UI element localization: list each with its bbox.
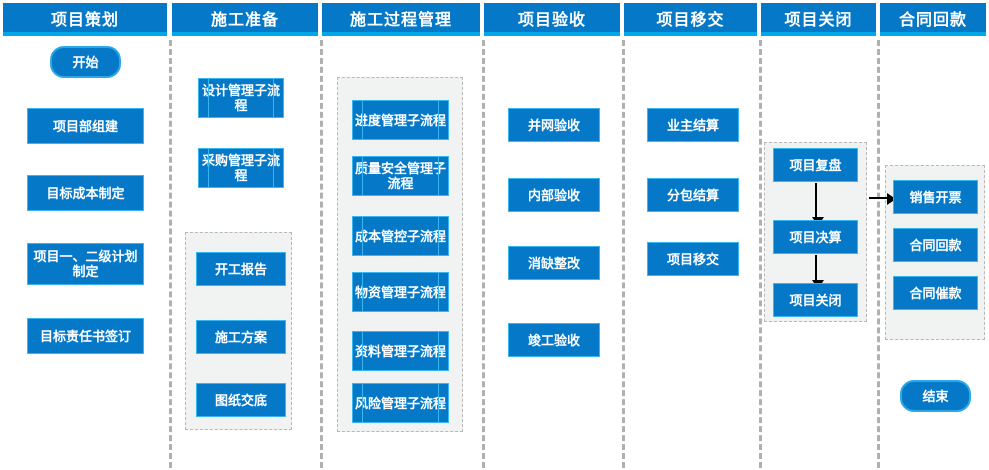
node-drawing-disclosure[interactable]: 图纸交底: [196, 383, 286, 417]
lane-header-project-acceptance: 项目验收: [484, 3, 620, 36]
node-project-handover[interactable]: 项目移交: [647, 242, 739, 276]
node-document-subprocess[interactable]: 资料管理子流程: [352, 331, 449, 371]
lane-divider-2: [320, 40, 323, 468]
lane-divider-1: [169, 40, 172, 468]
arrow-review-to-final-account: [812, 183, 824, 226]
node-cost-control-subprocess[interactable]: 成本管控子流程: [352, 216, 449, 256]
lane-header-project-closure: 项目关闭: [761, 3, 876, 36]
node-project-team-setup[interactable]: 项目部组建: [27, 108, 144, 144]
node-design-subprocess[interactable]: 设计管理子流程: [198, 78, 284, 118]
node-material-subprocess[interactable]: 物资管理子流程: [352, 272, 449, 312]
node-subcontract-settlement[interactable]: 分包结算: [647, 178, 739, 212]
lane-header-construction-process: 施工过程管理: [322, 3, 480, 36]
node-end[interactable]: 结束: [900, 380, 971, 412]
node-grid-acceptance[interactable]: 并网验收: [508, 108, 600, 142]
node-project-review[interactable]: 项目复盘: [773, 148, 858, 182]
node-start[interactable]: 开始: [50, 46, 121, 78]
node-quality-safety-subprocess[interactable]: 质量安全管理子流程: [352, 156, 449, 196]
node-sales-invoice[interactable]: 销售开票: [893, 180, 978, 214]
lane-header-project-handover: 项目移交: [624, 3, 757, 36]
node-progress-subprocess[interactable]: 进度管理子流程: [352, 100, 449, 140]
node-defect-rectification[interactable]: 消缺整改: [508, 246, 600, 280]
node-purchase-subprocess[interactable]: 采购管理子流程: [198, 148, 284, 188]
node-risk-subprocess[interactable]: 风险管理子流程: [352, 383, 449, 423]
node-owner-settlement[interactable]: 业主结算: [647, 108, 739, 142]
lane-header-project-planning: 项目策划: [3, 3, 167, 36]
lane-header-construction-preparation: 施工准备: [172, 3, 318, 36]
lane-divider-5: [759, 40, 762, 468]
node-internal-acceptance[interactable]: 内部验收: [508, 178, 600, 212]
lane-divider-3: [482, 40, 485, 468]
node-contract-dunning[interactable]: 合同催款: [893, 276, 978, 310]
arrow-final-account-to-close: [812, 255, 824, 289]
lane-header-contract-payment: 合同回款: [880, 3, 986, 36]
node-level12-plan[interactable]: 项目一、二级计划制定: [27, 243, 144, 285]
arrow-into-sales-invoice: [869, 193, 896, 205]
node-start-report[interactable]: 开工报告: [196, 252, 286, 286]
lane-divider-4: [622, 40, 625, 468]
node-contract-payment[interactable]: 合同回款: [893, 228, 978, 262]
node-construction-scheme[interactable]: 施工方案: [196, 320, 286, 354]
node-completion-acceptance[interactable]: 竣工验收: [508, 323, 600, 357]
lane-divider-6: [877, 40, 880, 468]
node-final-account[interactable]: 项目决算: [773, 220, 858, 254]
node-project-close[interactable]: 项目关闭: [773, 283, 858, 317]
node-target-cost[interactable]: 目标成本制定: [27, 175, 144, 211]
node-target-responsibility[interactable]: 目标责任书签订: [27, 318, 144, 354]
